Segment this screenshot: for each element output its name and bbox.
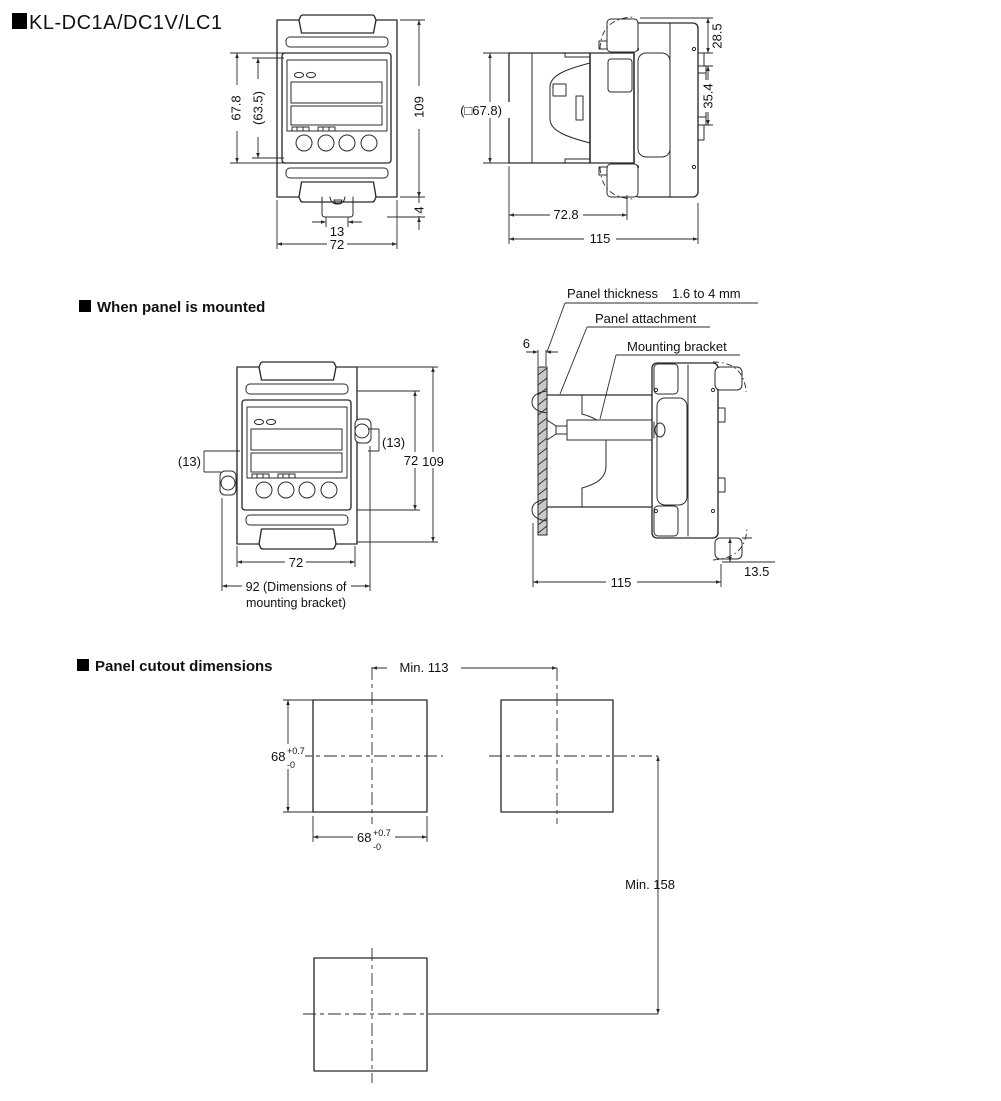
dim-front-width: 72 bbox=[330, 237, 344, 252]
cutout-heading: Panel cutout dimensions bbox=[95, 658, 273, 675]
label-panel-thickness: Panel thickness bbox=[567, 286, 659, 301]
clip-swing-arc bbox=[712, 527, 748, 561]
dim-mounted-width: 72 bbox=[289, 555, 303, 570]
mounted-bottom-clip bbox=[653, 505, 679, 537]
rail-clip-released bbox=[714, 366, 743, 391]
page-header: KL-DC1A/DC1V/LC1 bbox=[12, 12, 223, 34]
dim-vertical-pitch: Min. 158 bbox=[625, 877, 675, 892]
dim-tolerance-minus: -0 bbox=[287, 760, 295, 770]
dim-mounted-total-height: 109 bbox=[422, 454, 444, 469]
side-bezel-hole bbox=[552, 83, 567, 97]
label-mounting-bracket: Mounting bracket bbox=[627, 339, 727, 354]
page-title: KL-DC1A/DC1V/LC1 bbox=[29, 12, 223, 34]
din-clip-tooth bbox=[333, 199, 343, 204]
dim-mounted-right-offset: (13) bbox=[382, 435, 405, 450]
dim-front-clip-depth: 4 bbox=[412, 206, 427, 213]
section-bullet-icon bbox=[77, 659, 89, 671]
side-bottom-clip-hook bbox=[598, 166, 608, 176]
bracket-tip bbox=[546, 419, 557, 441]
dim-tolerance-minus: -0 bbox=[373, 842, 381, 852]
dim-panel-thickness: 6 bbox=[523, 336, 530, 351]
section-bullet-icon bbox=[79, 300, 91, 312]
dim-mounted-left-offset: (13) bbox=[178, 454, 201, 469]
dim-front-total-height: 109 bbox=[412, 96, 427, 118]
mounted-side-view: Panel thickness 1.6 to 4 mm Panel attach… bbox=[523, 286, 775, 590]
cutout-section-header: Panel cutout dimensions bbox=[77, 658, 273, 675]
bracket-shaft bbox=[555, 425, 568, 435]
dim-mounted-total-depth: 115 bbox=[611, 575, 632, 590]
mounted-front-view: (13) (13) 72 109 72 92 (Dimensions of mo… bbox=[178, 361, 445, 610]
mounted-top-clip bbox=[653, 363, 679, 395]
cutout-diagram: Min. 113 Min. 158 68 +0.7 -0 68 +0.7 -0 bbox=[268, 660, 675, 1083]
bezel-lip bbox=[531, 498, 548, 522]
dim-cutout-size-h: 68 bbox=[357, 830, 371, 845]
label-panel-thickness-range: 1.6 to 4 mm bbox=[672, 286, 741, 301]
side-bezel-grip bbox=[549, 62, 591, 144]
label-panel-attachment: Panel attachment bbox=[595, 311, 697, 326]
din-clip bbox=[321, 196, 354, 218]
clip-swing-arc bbox=[712, 361, 747, 393]
mounting-bracket bbox=[566, 419, 653, 441]
clip-swing-arc bbox=[599, 166, 635, 200]
product-front-view: 67.8 (63.5) 109 4 13 72 bbox=[229, 14, 427, 252]
mounted-section-header: When panel is mounted bbox=[79, 299, 265, 316]
dim-tolerance-plus: +0.7 bbox=[373, 828, 391, 838]
dim-mounted-bracket-note-2: mounting bracket) bbox=[246, 596, 346, 610]
product-side-view: (□67.8) 28.5 35.4 72.8 115 bbox=[452, 16, 725, 247]
dim-side-total-depth: 115 bbox=[590, 231, 611, 246]
side-top-clip-hook bbox=[598, 40, 608, 50]
dim-front-bezel-height: 67.8 bbox=[229, 95, 244, 120]
clip-swing-arc bbox=[599, 16, 635, 50]
mounted-body bbox=[651, 362, 719, 539]
mounted-body-slot bbox=[656, 397, 688, 506]
side-bottom-clip bbox=[606, 163, 639, 198]
dim-side-clip-section: 28.5 bbox=[710, 23, 725, 48]
dim-tolerance-plus: +0.7 bbox=[287, 746, 305, 756]
side-bezel-slot bbox=[575, 95, 584, 121]
dim-front-inner-height: (63.5) bbox=[251, 91, 266, 125]
bezel-lip bbox=[531, 390, 548, 414]
mounted-heading: When panel is mounted bbox=[97, 299, 265, 316]
dim-rear-clearance: 13.5 bbox=[744, 564, 769, 579]
rail-clip-released bbox=[714, 537, 743, 560]
dim-side-face-size: (□67.8) bbox=[460, 103, 502, 118]
side-label-hole bbox=[607, 58, 633, 93]
side-top-clip bbox=[606, 18, 639, 53]
dim-cutout-size-v: 68 bbox=[271, 749, 285, 764]
dim-mounted-inner-height: 72 bbox=[404, 453, 418, 468]
title-bullet-icon bbox=[12, 13, 27, 29]
side-body bbox=[633, 22, 699, 198]
side-body-slot bbox=[637, 52, 671, 158]
side-housing-front bbox=[589, 52, 635, 164]
panel-attachment bbox=[546, 394, 653, 508]
dim-mounted-bracket-note-1: 92 (Dimensions of bbox=[246, 580, 347, 594]
cutout-square-3 bbox=[313, 957, 428, 1072]
bracket-lug-left bbox=[219, 470, 237, 496]
dim-side-rail-section: 35.4 bbox=[701, 83, 716, 108]
dim-front-clip-width: 13 bbox=[330, 224, 344, 239]
dim-horizontal-pitch: Min. 113 bbox=[400, 660, 449, 675]
dim-side-front-depth: 72.8 bbox=[553, 207, 578, 222]
